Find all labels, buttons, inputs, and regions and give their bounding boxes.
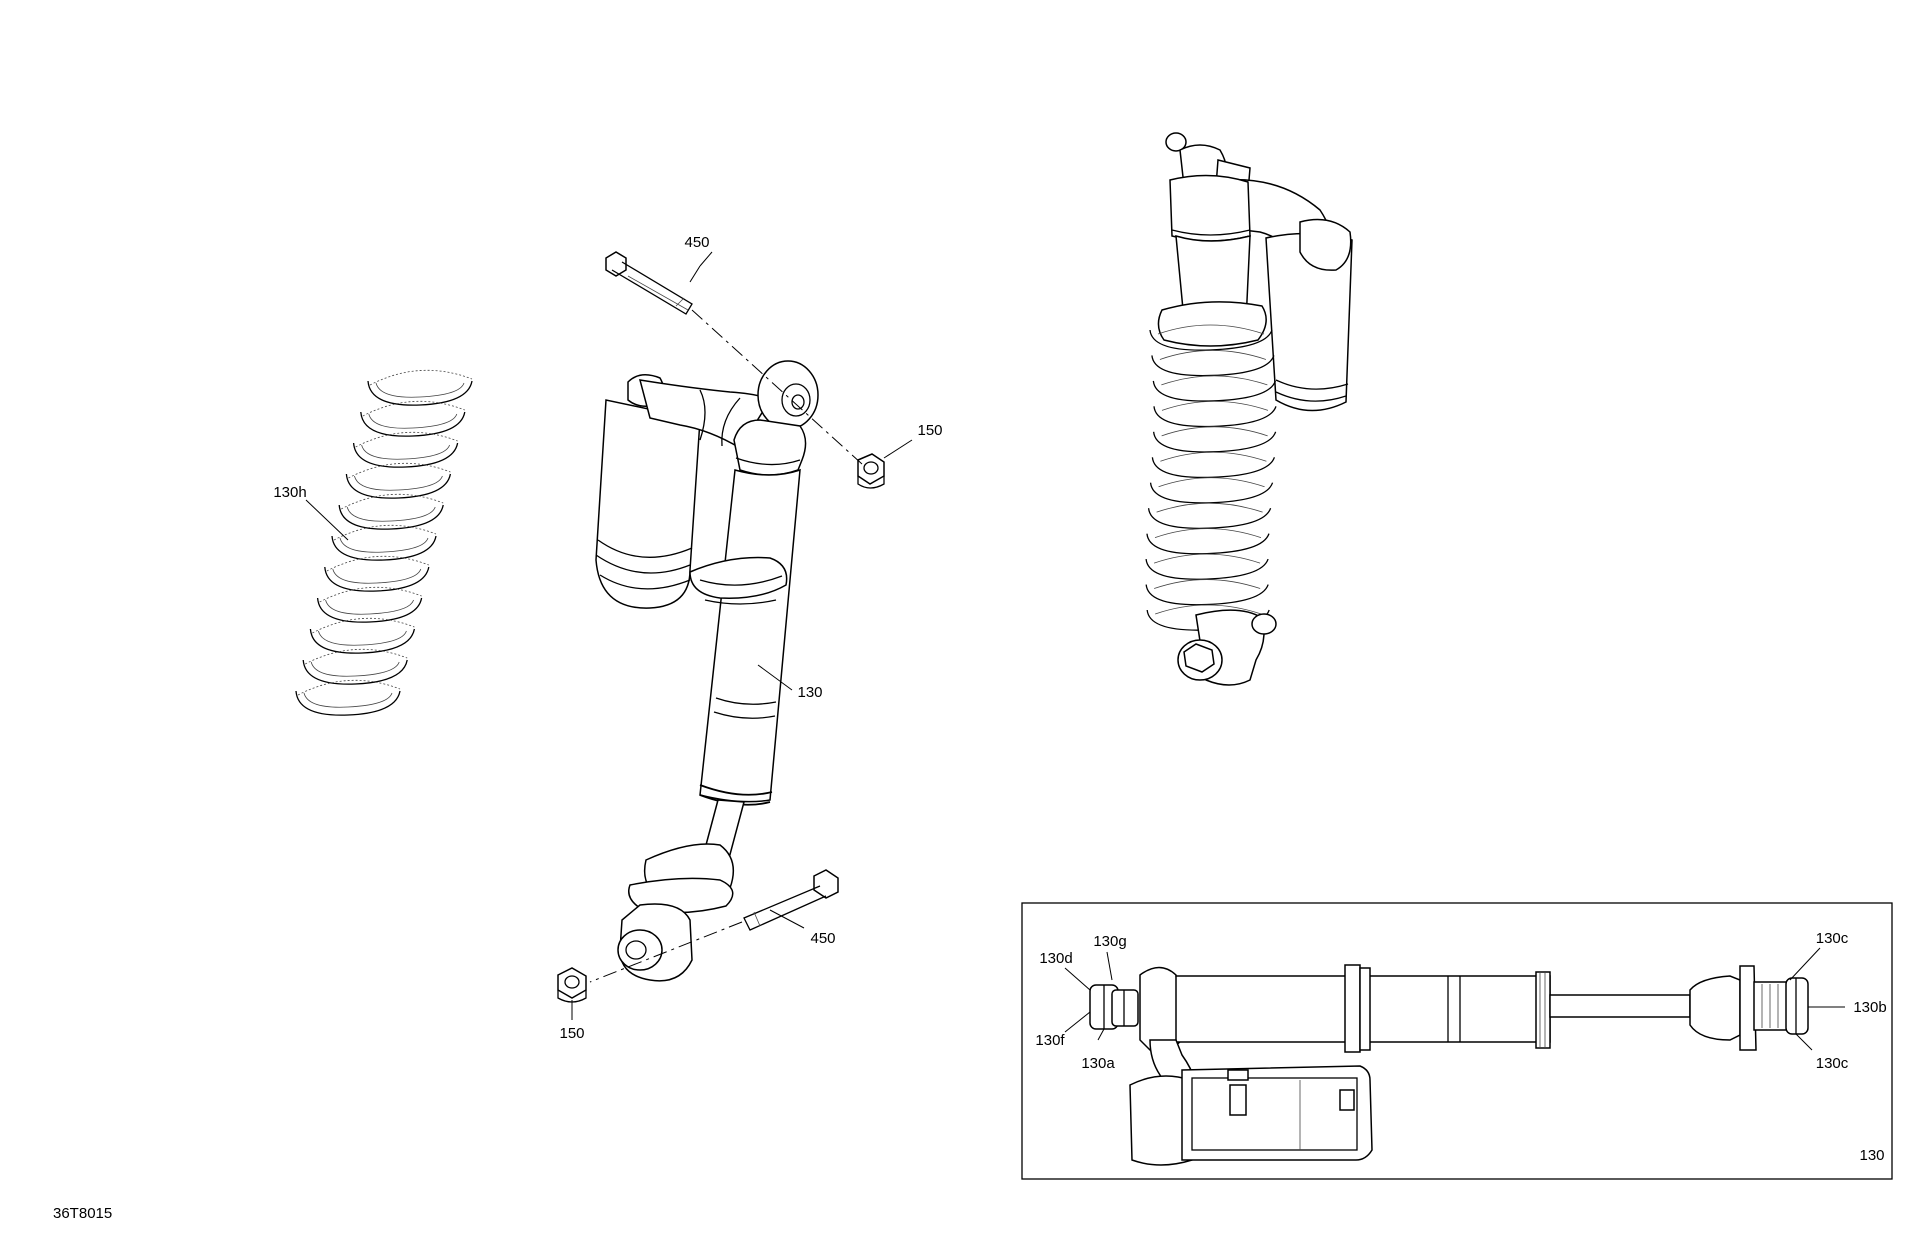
callout-130d: 130d (1039, 950, 1072, 967)
bolt-bottom (743, 869, 839, 931)
spring-coil-inner (361, 444, 450, 460)
callout-130g: 130g (1093, 933, 1126, 950)
detail-box-id: 130 (1859, 1147, 1884, 1164)
assembled-coil (1151, 355, 1275, 377)
assembled-coil-back (1154, 579, 1261, 589)
spring-coil-inner (339, 537, 429, 553)
assembled-coil-back (1161, 426, 1268, 437)
axis-line-bottom (589, 921, 743, 983)
callout-130c-bottom: 130c (1816, 1055, 1849, 1072)
callout-bolt-top: 450 (684, 234, 709, 251)
spring-coil-inner (368, 413, 458, 429)
assembled-coil (1146, 533, 1270, 555)
assembled-coil (1149, 482, 1274, 504)
shock-absorber-main (595, 360, 819, 982)
callout-nut-bottom: 150 (559, 1025, 584, 1042)
assembled-coil-back (1153, 553, 1261, 564)
spring-coil-back (355, 431, 458, 448)
spring-coil-back (362, 400, 465, 417)
nut-top (857, 453, 885, 489)
callout-130b: 130b (1853, 999, 1886, 1016)
assembled-coil-back (1158, 477, 1265, 488)
spring-coil-front (360, 411, 466, 437)
spring-coil-inner (310, 661, 400, 677)
spring-coil-front (302, 659, 408, 685)
assembled-coil-back (1156, 502, 1263, 513)
spring-coil-inner (303, 692, 393, 708)
spring-coil-inner (346, 506, 436, 522)
spring-coil-back (305, 648, 408, 665)
spring-coil-front (345, 473, 452, 499)
spring-coil-front (324, 566, 430, 592)
spring-coil-back (312, 617, 415, 634)
coil-spring (295, 369, 473, 716)
spring-coil-front (352, 442, 459, 468)
assembled-coil (1145, 584, 1269, 606)
callout-130f: 130f (1035, 1032, 1065, 1049)
spring-coil-back (319, 586, 422, 603)
spring-coil-front (316, 597, 423, 623)
spring-coil-front (338, 504, 444, 530)
assembled-coil (1149, 329, 1273, 351)
axis-line-top (691, 309, 863, 465)
spring-coil-front (331, 535, 437, 561)
assembled-coil-back (1155, 604, 1262, 615)
leader-lines (305, 251, 1845, 1051)
spring-coil-inner (332, 568, 422, 584)
spring-coil-inner (375, 382, 465, 398)
assembled-coil-back (1159, 350, 1267, 360)
spring-coil-front (295, 690, 401, 716)
assembled-coil (1151, 457, 1276, 479)
assembled-coil-back (1161, 401, 1269, 411)
assembled-coil (1153, 406, 1277, 428)
assembled-coil (1147, 507, 1272, 529)
callout-bolt-bottom: 450 (810, 930, 835, 947)
callout-130a: 130a (1081, 1055, 1115, 1072)
drawing-id: 36T8015 (53, 1205, 112, 1222)
assembled-coil-back (1154, 528, 1262, 539)
bolt-top (605, 251, 693, 315)
spring-coil-back (326, 555, 429, 572)
assembled-coil (1152, 380, 1276, 402)
callout-130c-top: 130c (1816, 930, 1849, 947)
spring-coil-inner (325, 599, 414, 615)
spring-coil-back (341, 493, 444, 510)
detail-box-130 (1021, 902, 1893, 1180)
nut-bottom (557, 967, 587, 1003)
assembled-coil (1145, 558, 1269, 580)
spring-coil-front (309, 628, 416, 654)
spring-coil-inner (354, 475, 443, 491)
assembled-coil (1152, 431, 1277, 453)
assembled-coil-back (1160, 451, 1267, 462)
spring-coil-back (369, 369, 473, 386)
spring-coil-front (367, 380, 473, 406)
callout-spring: 130h (273, 484, 306, 501)
shock-assembled-view (1145, 132, 1353, 686)
callout-nut-top: 150 (917, 422, 942, 439)
callout-shock: 130 (797, 684, 822, 701)
assembled-coil-back (1157, 324, 1265, 335)
spring-coil-back (333, 524, 437, 541)
spring-coil-back (348, 462, 451, 479)
spring-coil-inner (318, 630, 407, 646)
assembled-coil-back (1161, 375, 1268, 386)
spring-coil-back (297, 679, 401, 696)
